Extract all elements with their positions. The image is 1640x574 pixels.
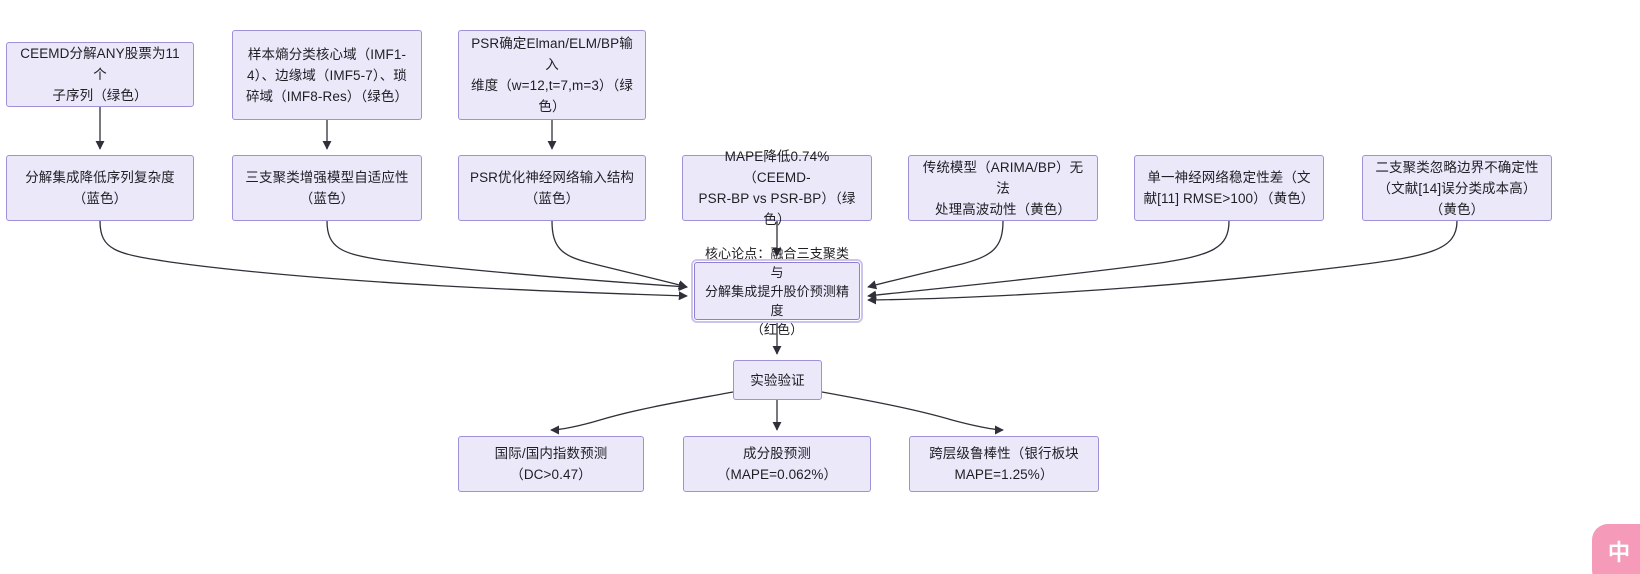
- node-result-index-forecast[interactable]: 国际/国内指数预测 （DC>0.47）: [458, 436, 644, 492]
- node-ceemd-decomposition[interactable]: CEEMD分解ANY股票为11个 子序列（绿色）: [6, 42, 194, 107]
- node-experimental-validation[interactable]: 实验验证: [733, 360, 822, 400]
- node-result-constituent-stock-forecast[interactable]: 成分股预测 （MAPE=0.062%）: [683, 436, 871, 492]
- node-reduce-sequence-complexity[interactable]: 分解集成降低序列复杂度 （蓝色）: [6, 155, 194, 221]
- edge-n10-core: [867, 220, 1458, 305]
- node-core-thesis[interactable]: 核心论点：融合三支聚类与 分解集成提升股价预测精度 （红色）: [691, 246, 863, 337]
- edge-n8-core: [867, 220, 1004, 290]
- node-single-nn-instability[interactable]: 单一神经网络稳定性差（文 献[11] RMSE>100）（黄色）: [1134, 155, 1324, 221]
- edge-n6-core: [551, 220, 688, 290]
- node-result-cross-level-robustness[interactable]: 跨层级鲁棒性（银行板块 MAPE=1.25%）: [909, 436, 1099, 492]
- watermark-badge: 中: [1592, 524, 1640, 574]
- watermark-text: 中: [1607, 540, 1630, 565]
- edge-exp-r1: [550, 391, 734, 435]
- node-two-way-clustering-limitation[interactable]: 二支聚类忽略边界不确定性 （文献[14]误分类成本高） （黄色）: [1362, 155, 1552, 221]
- node-three-way-clustering-adaptivity[interactable]: 三支聚类增强模型自适应性 （蓝色）: [232, 155, 422, 221]
- node-mape-reduction-evidence[interactable]: MAPE降低0.74%（CEEMD- PSR-BP vs PSR-BP）（绿 色…: [682, 149, 872, 227]
- edge-n5-core: [326, 220, 688, 291]
- node-traditional-model-limitation[interactable]: 传统模型（ARIMA/BP）无法 处理高波动性（黄色）: [908, 155, 1098, 221]
- edge-exp-r3: [821, 391, 1004, 435]
- edge-n4-core: [99, 220, 688, 301]
- node-psr-optimizes-nn-input[interactable]: PSR优化神经网络输入结构 （蓝色）: [458, 155, 646, 221]
- edge-n9-core: [867, 220, 1230, 300]
- node-sample-entropy-classification[interactable]: 样本熵分类核心域（IMF1- 4）、边缘域（IMF5-7）、琐 碎域（IMF8-…: [232, 30, 422, 120]
- node-psr-input-dimension[interactable]: PSR确定Elman/ELM/BP输入 维度（w=12,t=7,m=3）（绿 色…: [458, 30, 646, 120]
